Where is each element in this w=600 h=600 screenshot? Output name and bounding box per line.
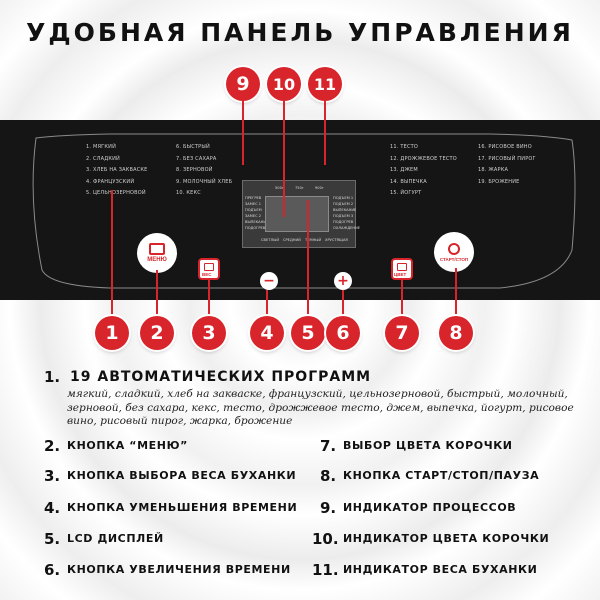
legend-num: 7.: [320, 437, 337, 455]
lcd-crust: ХРУСТЯЩАЯ: [325, 238, 348, 242]
program-item: 17. РИСОВЫЙ ПИРОГ: [478, 155, 536, 162]
program-item: 19. БРОЖЕНИЕ: [478, 178, 520, 185]
program-item: 6. БЫСТРЫЙ: [176, 144, 210, 150]
program-list-3: 11. ТЕСТО 12. ДРОЖЖЕВОЕ ТЕСТО 13. ДЖЕМ 1…: [390, 142, 457, 200]
legend-label: ИНДИКАТОР ПРОЦЕССОВ: [343, 501, 517, 514]
panel-outline: [32, 133, 576, 289]
badge-8: 8: [439, 316, 473, 350]
badge-10: 10: [267, 67, 301, 101]
time-decrease-button[interactable]: −: [260, 272, 278, 290]
menu-icon: [149, 243, 165, 255]
lcd-weight-900: 900г: [315, 186, 324, 190]
time-increase-button[interactable]: +: [334, 272, 352, 290]
legend-num: 6.: [44, 561, 61, 579]
legend-label: ИНДИКАТОР ВЕСА БУХАНКИ: [343, 563, 538, 576]
program-item: 15. ЙОГУРТ: [390, 190, 422, 196]
lcd-state-right: ПОДОГРЕВ: [333, 220, 354, 224]
program-item: 9. МОЛОЧНЫЙ ХЛЕБ: [176, 178, 233, 185]
lcd-state-left: ПРЕГРЕВ: [245, 196, 262, 200]
start-stop-button[interactable]: СТАРТ/СТОП: [434, 232, 474, 272]
program-item: 3. ХЛЕБ НА ЗАКВАСКЕ: [86, 167, 148, 173]
legend-desc-1: мягкий, сладкий, хлеб на закваске, франц…: [67, 388, 574, 427]
legend-label: ВЫБОР ЦВЕТА КОРОЧКИ: [343, 439, 513, 452]
program-item: 5. ЦЕЛЬНОЗЕРНОВОЙ: [86, 190, 146, 196]
legend-num: 8.: [320, 467, 337, 485]
badge-11: 11: [308, 67, 342, 101]
program-item: 1. МЯГКИЙ: [86, 144, 117, 150]
lcd-weight-750: 750г: [295, 186, 304, 190]
lcd-crust: СВЕТЛЫЙ: [261, 238, 280, 242]
program-list-1: 1. МЯГКИЙ 2. СЛАДКИЙ 3. ХЛЕБ НА ЗАКВАСКЕ…: [86, 142, 148, 200]
lcd-weight-500: 500г: [275, 186, 284, 190]
badge-5: 5: [291, 316, 325, 350]
badge-6: 6: [326, 316, 360, 350]
program-item: 4. ФРАНЦУЗСКИЙ: [86, 178, 135, 185]
start-stop-label: СТАРТ/СТОП: [439, 256, 469, 262]
legend-num: 4.: [44, 499, 61, 517]
lcd-state-left: ПОДЪЕМ: [245, 208, 262, 212]
badge-4: 4: [250, 316, 284, 350]
crust-color-button[interactable]: ЦВЕТ: [391, 258, 413, 280]
program-item: 18. ЖАРКА: [478, 167, 509, 173]
legend-label: КНОПКА ВЫБОРА ВЕСА БУХАНКИ: [67, 469, 297, 482]
control-panel: 1. МЯГКИЙ 2. СЛАДКИЙ 3. ХЛЕБ НА ЗАКВАСКЕ…: [0, 120, 600, 300]
lcd-state-left: ПОДОГРЕВ: [245, 226, 266, 230]
badge-1: 1: [95, 316, 129, 350]
lcd-state-right: ВЫПЕКАНИЕ: [333, 208, 357, 212]
program-item: 8. ЗЕРНОВОЙ: [176, 167, 213, 173]
crust-icon: [397, 263, 407, 271]
lcd-state-left: ЗАМЕС 2: [245, 214, 262, 218]
lcd-state-right: ПОДЪЕМ 1: [333, 196, 354, 200]
legend-num: 9.: [320, 499, 337, 517]
legend-label: КНОПКА УМЕНЬШЕНИЯ ВРЕМЕНИ: [67, 501, 298, 514]
program-list-4: 16. РИСОВОЕ ВИНО 17. РИСОВЫЙ ПИРОГ 18. Ж…: [478, 142, 536, 188]
lcd-state-right: ПОДЪЕМ 2: [333, 202, 354, 206]
page-title: УДОБНАЯ ПАНЕЛЬ УПРАВЛЕНИЯ: [26, 18, 574, 47]
lcd-state-right: ОХЛАЖДЕНИЕ: [333, 226, 361, 230]
legend-num: 11.: [312, 561, 339, 579]
loaf-weight-icon: [204, 263, 214, 271]
lcd-display: 500г 750г 900г ПРЕГРЕВ ЗАМЕС 1 ПОДЪЕМ ЗА…: [242, 180, 360, 248]
menu-button[interactable]: МЕНЮ: [137, 233, 177, 273]
legend-label: КНОПКА УВЕЛИЧЕНИЯ ВРЕМЕНИ: [67, 563, 291, 576]
legend-num: 10.: [312, 530, 339, 548]
lcd-screen: [265, 196, 329, 232]
program-item: 2. СЛАДКИЙ: [86, 155, 120, 162]
lcd-crust: ТЕМНЫЙ: [305, 238, 322, 242]
badge-3: 3: [192, 316, 226, 350]
program-item: 12. ДРОЖЖЕВОЕ ТЕСТО: [390, 155, 457, 162]
lcd-state-right: ПОДЪЕМ 3: [333, 214, 354, 218]
program-item: 11. ТЕСТО: [390, 144, 419, 150]
legend-label: КНОПКА “МЕНЮ”: [67, 439, 188, 452]
badge-7: 7: [385, 316, 419, 350]
program-item: 10. КЕКС: [176, 190, 201, 196]
legend-label: ИНДИКАТОР ЦВЕТА КОРОЧКИ: [343, 532, 550, 545]
weight-button-label: ВЕС: [202, 272, 212, 277]
program-list-2: 6. БЫСТРЫЙ 7. БЕЗ САХАРА 8. ЗЕРНОВОЙ 9. …: [176, 142, 232, 200]
lcd-crust: СРЕДНИЙ: [283, 238, 301, 242]
menu-button-label: МЕНЮ: [147, 257, 167, 263]
legend-label-1: 19 АВТОМАТИЧЕСКИХ ПРОГРАММ: [70, 369, 372, 385]
badge-2: 2: [140, 316, 174, 350]
lcd-state-left: ВЫПЕКАНИЕ: [245, 220, 269, 224]
program-item: 14. ВЫПЕЧКА: [390, 178, 427, 185]
badge-9: 9: [226, 67, 260, 101]
legend-num: 5.: [44, 530, 61, 548]
weight-button[interactable]: ВЕС: [198, 258, 220, 280]
legend-num-1: 1.: [44, 368, 61, 386]
lcd-state-left: ЗАМЕС 1: [245, 202, 262, 206]
crust-button-label: ЦВЕТ: [394, 272, 407, 277]
program-item: 13. ДЖЕМ: [390, 167, 418, 173]
power-icon: [448, 242, 460, 255]
program-item: 16. РИСОВОЕ ВИНО: [478, 144, 532, 150]
legend-num: 3.: [44, 467, 61, 485]
legend-num: 2.: [44, 437, 61, 455]
legend-label: LCD ДИСПЛЕЙ: [67, 532, 164, 545]
program-item: 7. БЕЗ САХАРА: [176, 155, 217, 162]
legend-label: КНОПКА СТАРТ/СТОП/ПАУЗА: [343, 469, 540, 482]
